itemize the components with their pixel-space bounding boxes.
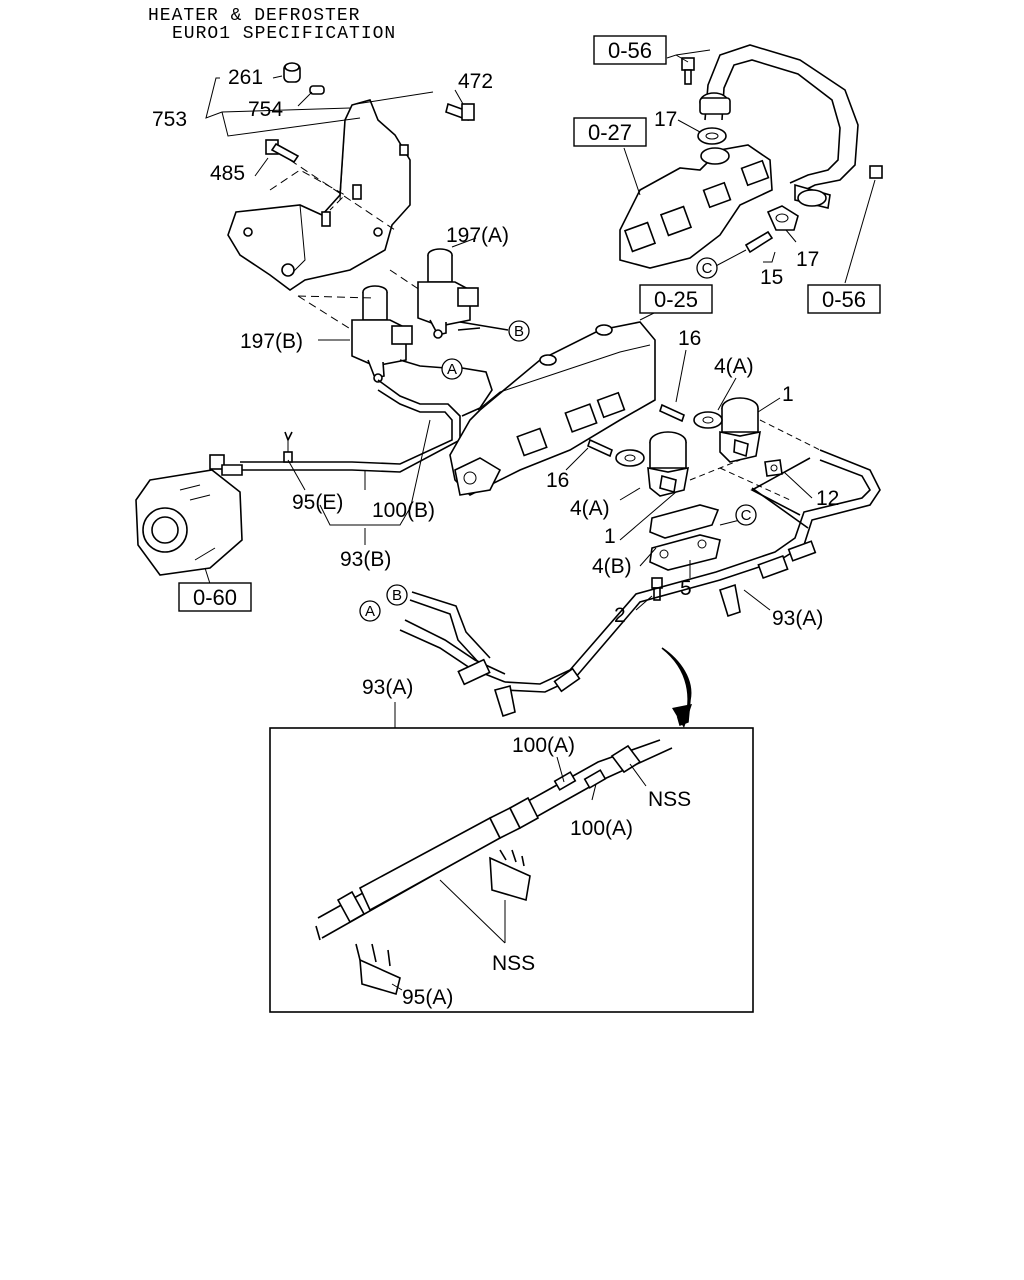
pin-754 [309, 85, 325, 95]
nut-12 [764, 459, 783, 477]
callout-16-lower: 16 [546, 469, 569, 492]
svg-text:A: A [365, 603, 375, 620]
marker-c-lower: C [735, 504, 757, 526]
gasket-4b [649, 504, 720, 539]
gasket-17-lower [766, 205, 799, 231]
callout-472: 472 [458, 70, 493, 93]
callout-197a: 197(A) [446, 224, 509, 247]
callout-2: 2 [614, 604, 626, 627]
svg-text:B: B [392, 587, 402, 604]
bolt-0-56-lower [869, 165, 883, 179]
stud-16-lower [587, 438, 613, 458]
svg-text:0-60: 0-60 [193, 585, 237, 610]
gasket-17-upper [697, 127, 727, 145]
callout-754: 754 [248, 98, 283, 121]
svg-text:0-25: 0-25 [654, 287, 698, 312]
diagram-title: HEATER & DEFROSTER [148, 6, 360, 26]
callout-100a-lower: 100(A) [570, 817, 633, 840]
ref-box-0-27: 0-27 [573, 117, 647, 147]
bolt-472 [445, 102, 475, 122]
callout-4a-upper: 4(A) [714, 355, 754, 378]
callout-16-upper: 16 [678, 327, 701, 350]
callout-nss-lower: NSS [492, 952, 535, 975]
diagram-subtitle: EURO1 SPECIFICATION [172, 24, 396, 44]
callout-95e: 95(E) [292, 491, 343, 514]
callout-nss-upper: NSS [648, 788, 691, 811]
callout-1-lower: 1 [604, 525, 616, 548]
marker-a-upper: A [441, 358, 463, 380]
callout-95a: 95(A) [402, 986, 453, 1009]
callout-12: 12 [816, 487, 839, 510]
mounting-bracket [227, 99, 411, 291]
vsv-197b [351, 285, 413, 383]
callout-753: 753 [152, 108, 187, 131]
stud-16-upper [659, 403, 685, 423]
marker-c-upper: C [696, 257, 718, 279]
callout-15: 15 [760, 266, 783, 289]
detail-vacuum-pipe [315, 739, 673, 996]
callout-485: 485 [210, 162, 245, 185]
svg-text:A: A [447, 361, 457, 378]
clip-95e [283, 431, 293, 463]
intake-manifold [449, 321, 656, 496]
exhaust-manifold [619, 144, 773, 269]
callout-93a-main: 93(A) [772, 607, 823, 630]
ref-box-0-56-lower: 0-56 [807, 284, 881, 314]
svg-text:C: C [702, 260, 713, 277]
svg-text:0-27: 0-27 [588, 120, 632, 145]
marker-a-lower: A [359, 600, 381, 622]
marker-b-lower: B [386, 584, 408, 606]
callout-17-lower: 17 [796, 248, 819, 271]
detail-arrow [661, 647, 692, 726]
alternator [135, 454, 243, 576]
stud-15 [744, 230, 774, 254]
ref-box-0-25: 0-25 [639, 284, 713, 314]
callout-93a-detail: 93(A) [362, 676, 413, 699]
svg-text:0-56: 0-56 [608, 38, 652, 63]
gasket-4a-upper [693, 411, 723, 429]
ref-box-0-56-upper: 0-56 [593, 35, 667, 65]
svg-text:B: B [514, 323, 524, 340]
ref-box-0-60: 0-60 [178, 582, 252, 612]
vacuum-pipe-93a [399, 449, 881, 718]
callout-261: 261 [228, 66, 263, 89]
grommet-261 [283, 62, 301, 83]
gasket-4a-lower [615, 449, 645, 467]
callout-1-upper: 1 [782, 383, 794, 406]
bolt-0-56-upper [681, 57, 695, 85]
marker-b-upper: B [508, 320, 530, 342]
egr-valve-lower [647, 431, 689, 497]
callout-17-upper: 17 [654, 108, 677, 131]
vsv-197a [417, 248, 479, 339]
callout-4a-lower: 4(A) [570, 497, 610, 520]
callout-100a-upper: 100(A) [512, 734, 575, 757]
svg-text:C: C [741, 507, 752, 524]
adapter-5 [649, 534, 721, 571]
callout-100b: 100(B) [372, 499, 435, 522]
egr-pipe [699, 44, 859, 209]
svg-text:0-56: 0-56 [822, 287, 866, 312]
callout-93b: 93(B) [340, 548, 391, 571]
callout-197b: 197(B) [240, 330, 303, 353]
callout-4b: 4(B) [592, 555, 632, 578]
detail-box [269, 727, 754, 1013]
bolt-485 [265, 139, 300, 164]
egr-valve-upper [719, 397, 761, 463]
callout-5: 5 [680, 577, 692, 600]
